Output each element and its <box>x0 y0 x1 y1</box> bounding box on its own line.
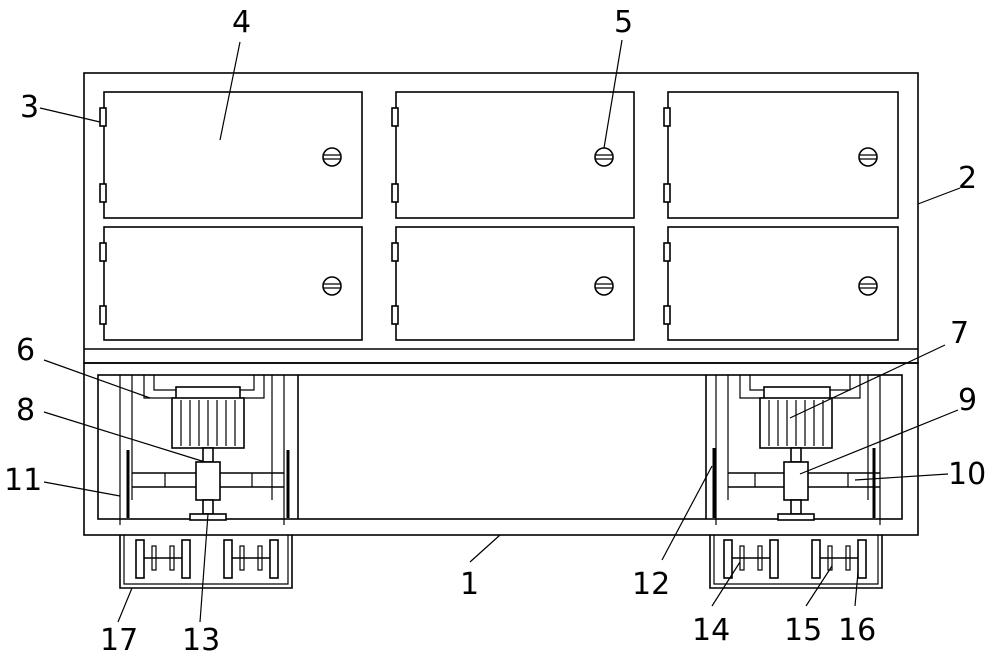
wheel-brackets <box>119 535 883 589</box>
door-1-2 <box>391 91 635 219</box>
hinge <box>391 305 399 325</box>
hinge <box>663 107 671 127</box>
wheel-pair-4 <box>811 539 867 579</box>
cabinet-doors <box>99 91 899 341</box>
label-7: 7 <box>950 316 969 351</box>
door-1-3 <box>663 91 899 219</box>
left-motor <box>171 386 245 463</box>
hinge <box>663 242 671 262</box>
lock <box>594 147 614 167</box>
hinge <box>99 305 107 325</box>
part-labels: 3 4 5 2 6 8 11 7 9 10 12 1 17 13 14 15 1… <box>4 5 986 658</box>
base-frame <box>83 362 919 536</box>
label-2: 2 <box>958 161 977 196</box>
lock <box>594 276 614 296</box>
label-13: 13 <box>182 623 220 658</box>
lock <box>322 276 342 296</box>
wheel-pair-2 <box>223 539 279 579</box>
hinge <box>99 107 107 127</box>
wheels <box>135 539 867 579</box>
label-8: 8 <box>16 393 35 428</box>
label-17: 17 <box>100 623 138 658</box>
hinge <box>99 242 107 262</box>
leader-lines <box>39 39 961 623</box>
label-6: 6 <box>16 333 35 368</box>
hinge <box>99 183 107 203</box>
label-12: 12 <box>632 567 670 602</box>
hinge <box>391 183 399 203</box>
label-16: 16 <box>838 613 876 648</box>
door-2-3 <box>663 226 899 341</box>
door-2-1 <box>99 226 363 341</box>
label-15: 15 <box>784 613 822 648</box>
label-3: 3 <box>20 90 39 125</box>
wheel-pair-3 <box>723 539 779 579</box>
label-4: 4 <box>232 5 251 40</box>
hinge <box>391 107 399 127</box>
door-1-1 <box>99 91 363 219</box>
lock <box>858 147 878 167</box>
hinge <box>391 242 399 262</box>
wheel-pair-1 <box>135 539 191 579</box>
label-9: 9 <box>958 383 977 418</box>
right-drive-assembly <box>712 375 881 525</box>
lock <box>858 276 878 296</box>
lock <box>322 147 342 167</box>
hinge <box>663 305 671 325</box>
right-motor <box>759 386 833 463</box>
label-5: 5 <box>614 5 633 40</box>
hinge <box>663 183 671 203</box>
label-1: 1 <box>460 567 479 602</box>
label-10: 10 <box>948 457 986 492</box>
label-11: 11 <box>4 463 42 498</box>
door-2-2 <box>391 226 635 341</box>
label-14: 14 <box>692 613 730 648</box>
left-drive-assembly <box>119 375 290 525</box>
